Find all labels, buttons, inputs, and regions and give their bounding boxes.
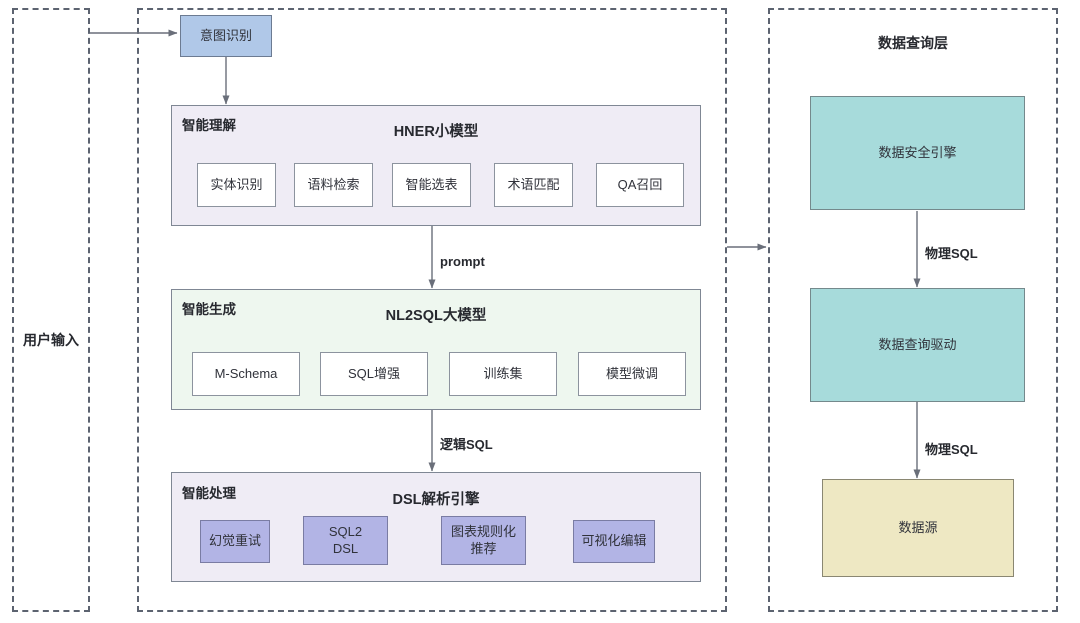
node-visual-editing[interactable]: 可视化编辑 xyxy=(573,520,655,563)
edge-label-logical-sql: 逻辑SQL xyxy=(440,437,493,452)
node-chart-rule-recommendation[interactable]: 图表规则化 推荐 xyxy=(441,516,526,565)
node-m-schema[interactable]: M-Schema xyxy=(192,352,300,396)
panel-generation-center-title: NL2SQL大模型 xyxy=(385,308,487,324)
user-input-label: 用户输入 xyxy=(23,332,79,348)
node-qa-recall[interactable]: QA召回 xyxy=(596,163,684,207)
node-model-finetune[interactable]: 模型微调 xyxy=(578,352,686,396)
container-nl2sql-core xyxy=(137,8,727,612)
panel-processing-corner-title: 智能处理 xyxy=(182,486,236,501)
panel-processing-center-title: DSL解析引擎 xyxy=(392,492,480,508)
node-hallucination-retry[interactable]: 幻觉重试 xyxy=(200,520,270,563)
node-training-set[interactable]: 训练集 xyxy=(449,352,557,396)
node-data-security-engine[interactable]: 数据安全引擎 xyxy=(810,96,1025,210)
panel-understanding-corner-title: 智能理解 xyxy=(182,118,236,133)
node-corpus-retrieval[interactable]: 语料检索 xyxy=(294,163,373,207)
edge-label-physical-sql-1: 物理SQL xyxy=(925,246,978,261)
node-data-query-driver[interactable]: 数据查询驱动 xyxy=(810,288,1025,402)
node-sql2dsl[interactable]: SQL2 DSL xyxy=(303,516,388,565)
edge-label-prompt: prompt xyxy=(440,254,485,269)
panel-understanding-center-title: HNER小模型 xyxy=(393,124,479,140)
node-data-source[interactable]: 数据源 xyxy=(822,479,1014,577)
edge-label-physical-sql-2: 物理SQL xyxy=(925,442,978,457)
panel-generation-corner-title: 智能生成 xyxy=(182,302,236,317)
node-entity-recognition[interactable]: 实体识别 xyxy=(197,163,276,207)
container-data-query-layer xyxy=(768,8,1058,612)
node-smart-table-selection[interactable]: 智能选表 xyxy=(392,163,471,207)
node-term-matching[interactable]: 术语匹配 xyxy=(494,163,573,207)
container-user-input xyxy=(12,8,90,612)
node-sql-enhancement[interactable]: SQL增强 xyxy=(320,352,428,396)
data-query-layer-title: 数据查询层 xyxy=(878,35,948,51)
node-intent-recognition[interactable]: 意图识别 xyxy=(180,15,272,57)
